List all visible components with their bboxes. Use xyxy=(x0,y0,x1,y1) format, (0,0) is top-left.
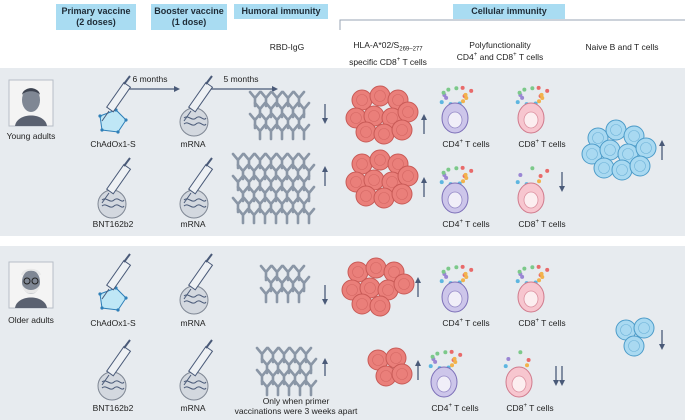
trend-poly-cd8-older-bnt-b xyxy=(559,366,565,386)
poly-line1: Polyfunctionality xyxy=(469,40,531,50)
vaccine-label-bnt-young: BNT162b2 xyxy=(92,219,134,229)
trend-cd8-young-chadox xyxy=(421,114,427,134)
header-primary-vaccine: Primary vaccine (2 doses) xyxy=(56,4,136,30)
chadox-syringe-young xyxy=(98,75,132,134)
group-label-older: Older adults xyxy=(8,315,54,325)
cd4-label-r2: CD4+ T cells xyxy=(442,219,490,229)
trend-poly-cd8-young-bnt xyxy=(559,172,565,192)
trend-cd8-older-chadox xyxy=(415,277,421,297)
hla-sub: 269–277 xyxy=(399,46,423,53)
hla-line1: HLA-A*02/S xyxy=(353,40,400,50)
label-polyfunctionality: Polyfunctionality CD4+ and CD8+ T cells xyxy=(457,40,544,62)
cd8-label-r2: CD8+ T cells xyxy=(518,219,566,229)
cd4-label-r3: CD4+ T cells xyxy=(442,318,490,328)
rbd-igg-young-chadox xyxy=(248,90,311,141)
group-label-young: Young adults xyxy=(6,131,56,141)
trend-igg-young-chadox xyxy=(322,104,328,124)
cd4-cell-r3 xyxy=(439,264,474,313)
poly-cd4: CD4 xyxy=(456,51,474,62)
poly-sup2: + xyxy=(513,52,517,58)
cd8-cell-r4 xyxy=(503,350,533,398)
label-naive-b-t-cells: Naive B and T cells xyxy=(585,42,659,52)
vaccine-label-chadox-young: ChAdOx1-S xyxy=(90,139,136,149)
cd8-specific-cells-young-chadox xyxy=(345,85,419,145)
poly-tcells: T cells xyxy=(516,51,544,62)
cd8-label-r4: CD8+ T cells xyxy=(506,403,554,413)
poly-and-cd8: and CD8 xyxy=(477,51,514,62)
header-cellular-immunity: Cellular immunity xyxy=(453,4,565,19)
vaccine-label-mrna-older-2: mRNA xyxy=(180,403,206,413)
interval-5-months: 5 months xyxy=(223,74,259,84)
trend-igg-older-chadox xyxy=(322,285,328,305)
vaccine-label-mrna-young-1: mRNA xyxy=(180,139,206,149)
cd8-specific-cells-older-chadox xyxy=(341,257,415,317)
primer-note-line2: vaccinations were 3 weeks apart xyxy=(234,406,358,416)
cd8-cell-r1 xyxy=(515,85,550,134)
trend-poly-cd8-older-bnt-a xyxy=(553,366,559,386)
older-adult-avatar xyxy=(8,261,54,309)
rbd-igg-older-chadox xyxy=(259,264,311,304)
trend-cd8-older-bnt xyxy=(415,360,421,380)
cd8-specific-cells-older-bnt xyxy=(367,347,413,387)
trend-igg-older-bnt xyxy=(322,358,328,376)
rbd-igg-young-bnt xyxy=(231,152,316,225)
bnt-syringe-young xyxy=(97,157,132,219)
naive-cells-older xyxy=(615,317,655,357)
mrna-syringe-young-1 xyxy=(179,75,214,137)
rbd-igg-older-bnt xyxy=(255,346,318,397)
vaccine-label-bnt-older: BNT162b2 xyxy=(92,403,134,413)
cd8-label-r3: CD8+ T cells xyxy=(518,318,566,328)
header-booster-vaccine: Booster vaccine (1 dose) xyxy=(151,4,227,30)
bnt-syringe-older xyxy=(97,339,132,401)
trend-naive-young xyxy=(659,140,665,160)
primer-note: Only when primer vaccinations were 3 wee… xyxy=(235,396,358,416)
trend-naive-older xyxy=(659,330,665,350)
cellular-bracket xyxy=(339,19,685,30)
cd4-cell-r1 xyxy=(439,85,474,134)
cd4-label-r1: CD4+ T cells xyxy=(442,139,490,149)
cd8-cell-r2 xyxy=(515,166,550,214)
trend-igg-young-bnt xyxy=(322,166,328,186)
cd4-cell-r4 xyxy=(428,349,463,398)
hla-line2: specific CD8 xyxy=(349,56,397,67)
cd8-label-r1: CD8+ T cells xyxy=(518,139,566,149)
label-rbd-igg: RBD-IgG xyxy=(269,42,305,52)
hla-sup: + xyxy=(396,56,401,63)
mrna-syringe-young-2 xyxy=(179,157,214,219)
vaccine-label-mrna-older-1: mRNA xyxy=(180,318,206,328)
cd4-cell-r2 xyxy=(439,165,474,214)
header-humoral-immunity: Humoral immunity xyxy=(234,4,328,19)
chadox-syringe-older xyxy=(98,253,132,312)
cd8-specific-cells-young-bnt xyxy=(345,149,419,209)
interval-6-months: 6 months xyxy=(132,74,168,84)
young-adult-avatar xyxy=(8,79,54,127)
cd8-cell-r3 xyxy=(515,264,550,313)
vaccine-label-chadox-older: ChAdOx1-S xyxy=(90,318,136,328)
mrna-syringe-older-1 xyxy=(179,253,214,315)
mrna-syringe-older-2 xyxy=(179,339,214,401)
hla-line2b: T cells xyxy=(400,56,427,67)
cd4-label-r4: CD4+ T cells xyxy=(431,403,479,413)
poly-sup1: + xyxy=(473,52,478,58)
vaccine-label-mrna-young-2: mRNA xyxy=(180,219,206,229)
naive-cells-young xyxy=(581,119,657,181)
primer-note-line1: Only when primer xyxy=(262,396,330,406)
trend-cd8-young-bnt xyxy=(421,177,427,197)
label-hla-specific-cd8: HLA-A*02/S269–277 specific CD8+ T cells xyxy=(349,40,427,67)
